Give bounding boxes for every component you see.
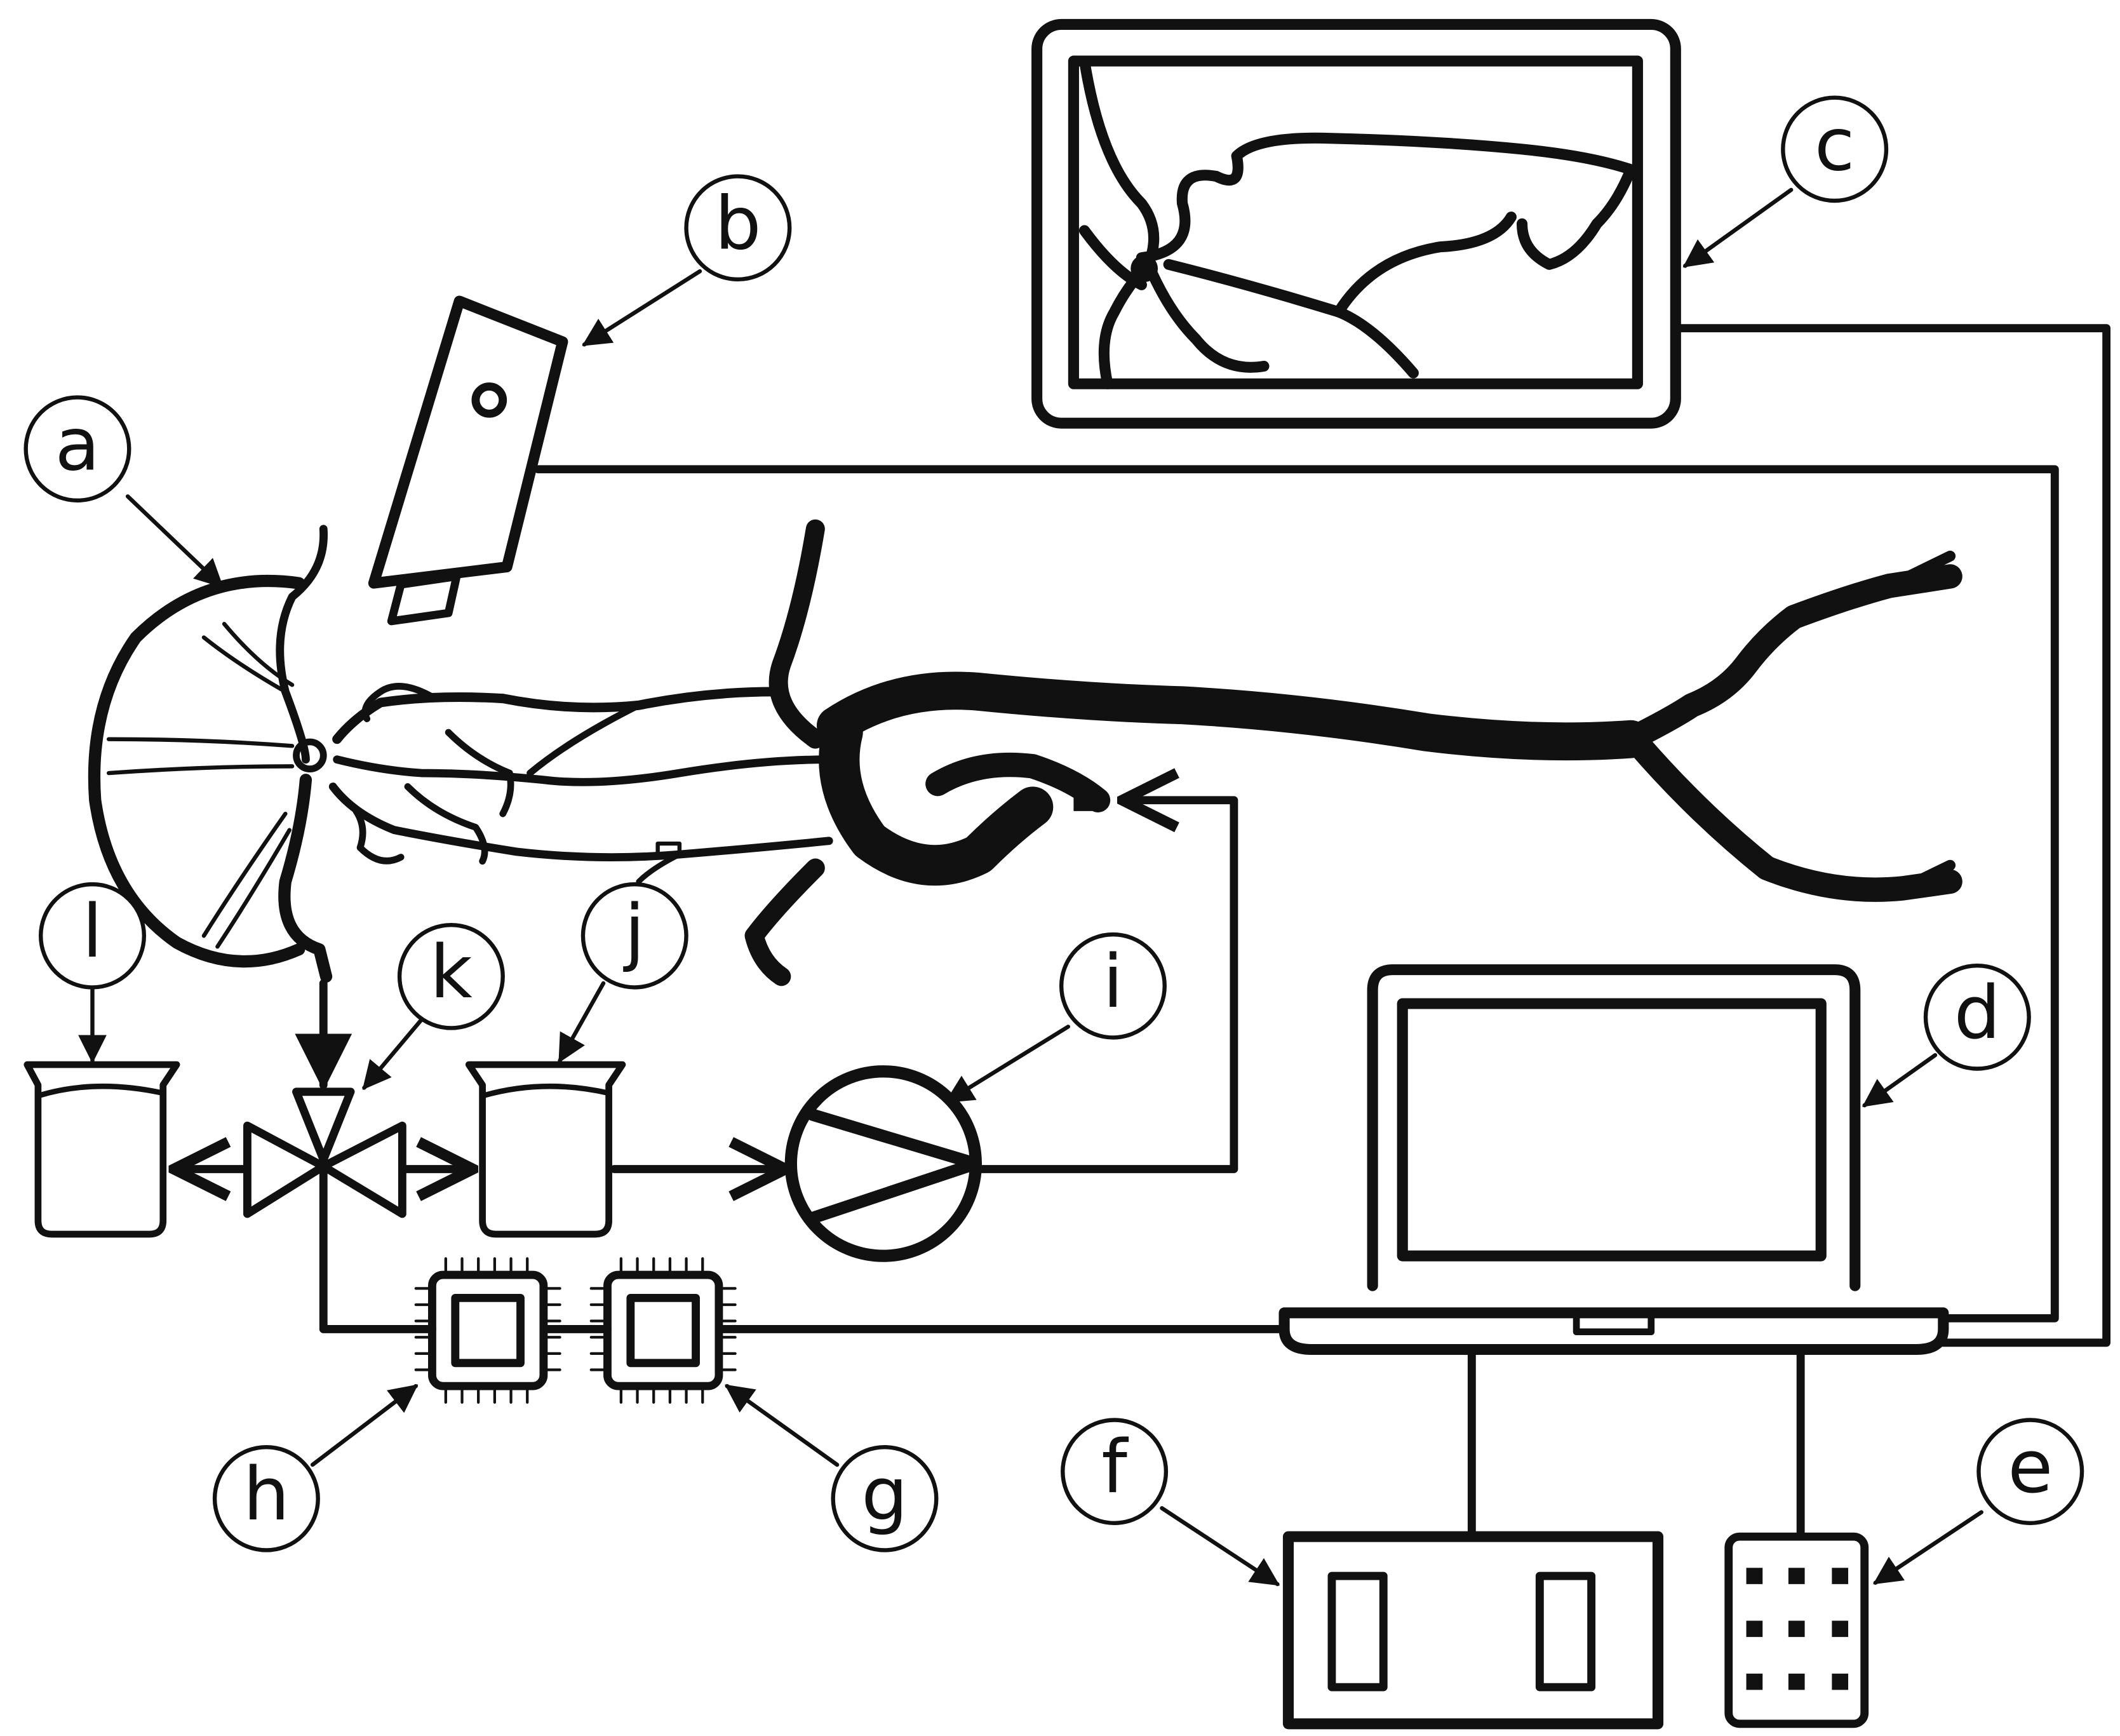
label-d-text: d: [1954, 971, 2001, 1056]
label-j: j: [580, 882, 688, 990]
camera: [368, 295, 568, 626]
label-a-text: a: [55, 402, 100, 487]
labels: a b c d e f g h i j k l: [23, 95, 2084, 1552]
laptop-screen: [1397, 998, 1827, 1262]
wire-pump-eye: [971, 800, 1238, 1173]
pointer-f: [1160, 1506, 1280, 1587]
pointer-a: [125, 494, 224, 588]
monitor-frame: [1031, 18, 1681, 429]
label-g: g: [831, 1445, 939, 1552]
label-c: c: [1781, 95, 1889, 203]
beaker-reservoir: [465, 1061, 626, 1238]
label-k-text: k: [430, 930, 473, 1015]
pump: [784, 1065, 982, 1262]
wire-camera-laptop: [533, 465, 2059, 1322]
monitor: [1031, 18, 1681, 429]
monitor-screen: [1068, 55, 1643, 389]
wire-valve-chips-laptop: [319, 1162, 1289, 1333]
laptop-base: [1278, 1307, 1949, 1356]
pointer-j: [558, 981, 606, 1063]
keypad: [1724, 1532, 1869, 1728]
pointer-k: [362, 1018, 424, 1090]
wire-monitor-laptop: [1671, 324, 2111, 1347]
camera-body: [368, 295, 568, 589]
eye-specimen: [88, 525, 333, 983]
label-b-text: b: [714, 181, 761, 266]
label-b: b: [684, 174, 792, 282]
laptop-lid: [1367, 964, 1861, 1291]
pointer-h: [310, 1383, 419, 1467]
label-l: l: [38, 882, 147, 990]
pointer-d: [1862, 1053, 1938, 1108]
pointer-c: [1682, 187, 1794, 268]
label-e: e: [1976, 1418, 2084, 1525]
pointer-e: [1873, 1510, 1983, 1585]
label-j-text: j: [622, 889, 645, 974]
pointer-g: [725, 1383, 840, 1467]
pointer-i: [944, 1025, 1071, 1103]
connection-wires: [319, 324, 2111, 1541]
label-a: a: [23, 395, 131, 503]
label-pointers: [78, 187, 1983, 1587]
label-g-text: g: [861, 1452, 908, 1537]
label-d: d: [1923, 964, 2031, 1071]
camera-lens: [387, 572, 461, 626]
eye-globe: [88, 574, 305, 968]
label-k: k: [397, 922, 505, 1030]
control-box: [1282, 1531, 1664, 1730]
label-f-text: f: [1101, 1425, 1129, 1510]
label-h-text: h: [243, 1452, 290, 1537]
laptop: [1278, 964, 1949, 1356]
camera-lens-dot: [471, 382, 507, 418]
label-c-text: c: [1815, 103, 1855, 188]
chip-controller-h: [414, 1257, 561, 1404]
label-e-text: e: [2008, 1425, 2053, 1510]
aorta: [816, 671, 1650, 761]
beaker-waste: [23, 1061, 180, 1238]
label-i: i: [1059, 932, 1167, 1040]
label-f: f: [1061, 1418, 1169, 1525]
flow-arrows: [174, 979, 786, 1169]
label-l-text: l: [82, 889, 102, 974]
chip-controller-g: [589, 1257, 737, 1404]
label-i-text: i: [1103, 939, 1123, 1025]
pointer-b: [582, 269, 702, 347]
vascular-tree: [328, 519, 1962, 986]
label-h: h: [212, 1445, 320, 1552]
monitor-vessel-image: [1078, 55, 1637, 389]
